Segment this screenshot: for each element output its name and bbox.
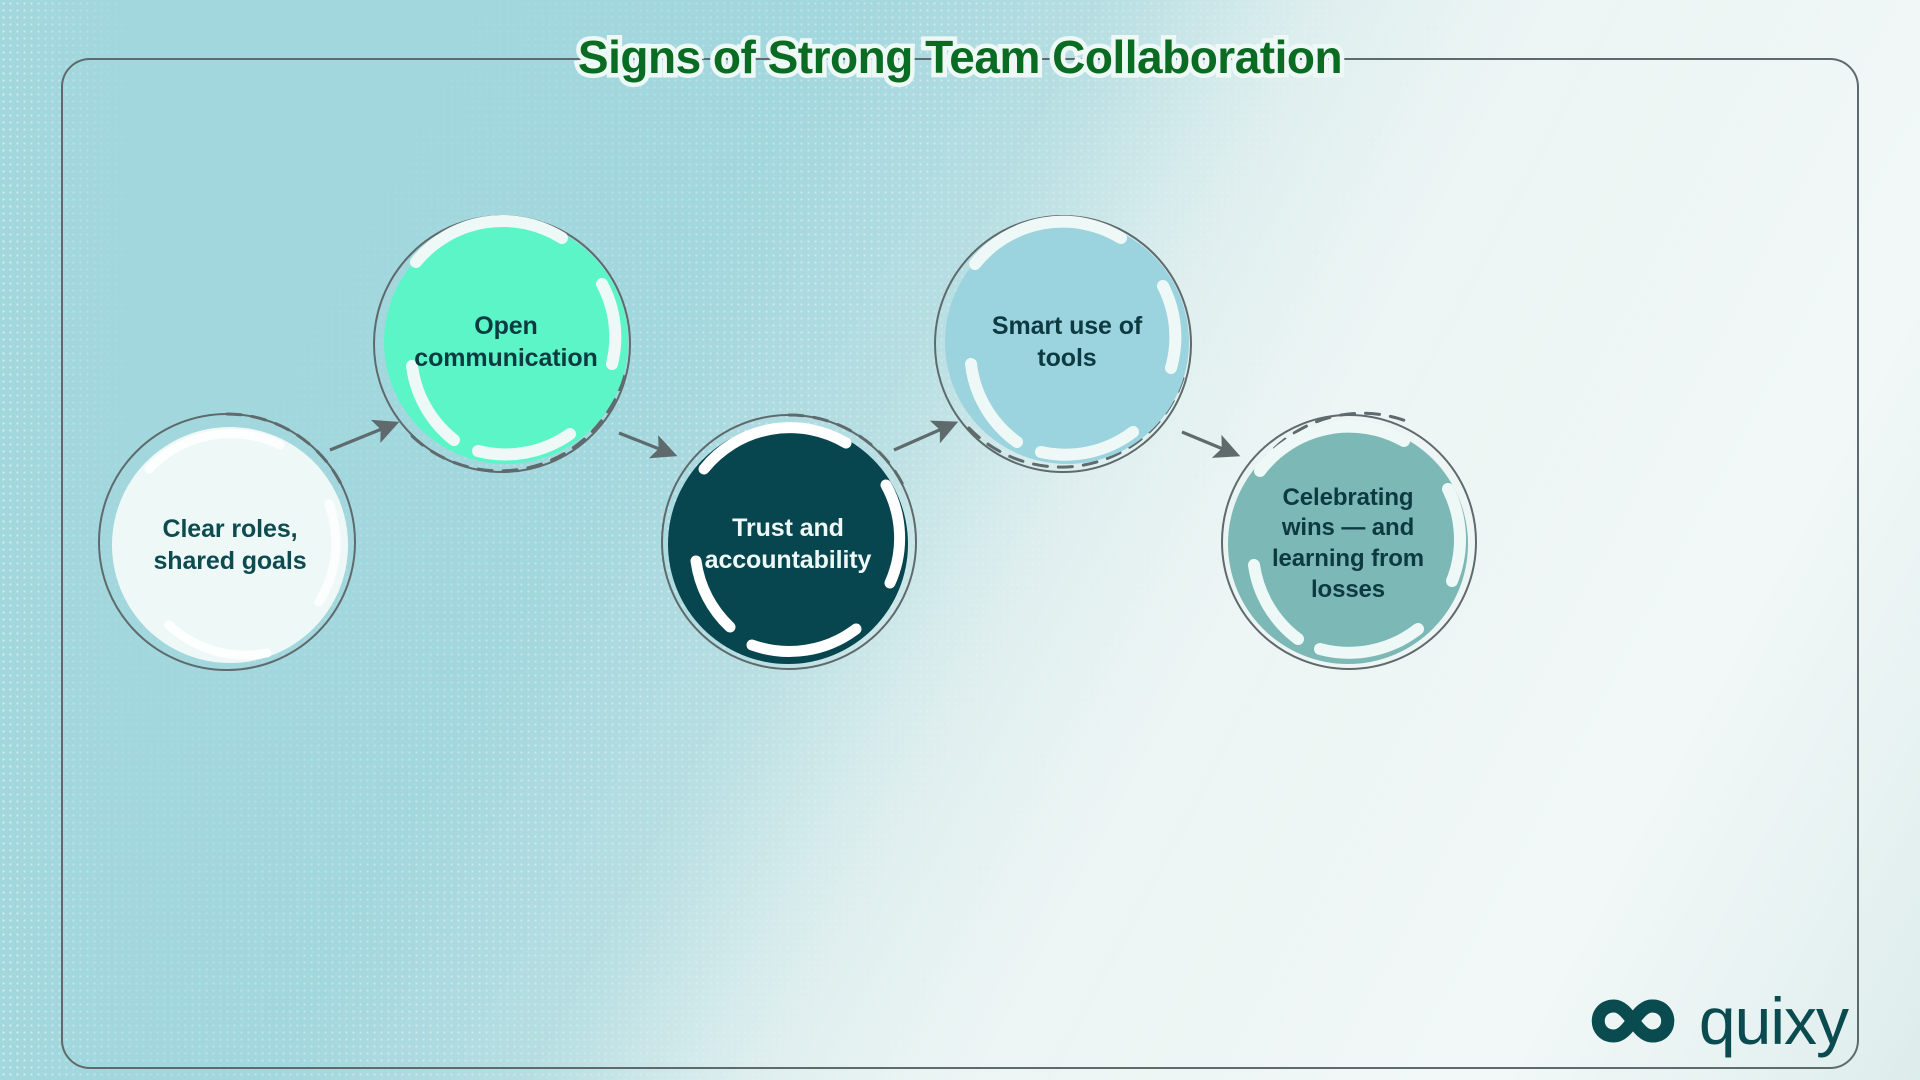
quixy-wordmark: quixy — [1698, 984, 1849, 1058]
node-open-communication[interactable]: Open communication — [373, 214, 634, 474]
node-4-disc: Smart use of tools — [953, 228, 1181, 456]
node-2-disc: Open communication — [392, 228, 620, 456]
node-celebrating-wins[interactable]: Celebrating wins — and learning from los… — [1220, 411, 1478, 671]
node-2-label: Open communication — [414, 312, 598, 372]
infinity-knot-icon — [1591, 999, 1674, 1043]
node-smart-tools[interactable]: Smart use of tools — [934, 214, 1195, 474]
node-4-label: Smart use of tools — [991, 312, 1143, 372]
node-1-label: Clear roles, shared goals — [153, 515, 307, 575]
node-trust-accountability[interactable]: Trust and accountability — [660, 413, 918, 671]
quixy-logo[interactable]: quixy — [1581, 984, 1849, 1058]
node-1-disc: Clear roles, shared goals — [112, 427, 348, 663]
node-5-disc: Celebrating wins — and learning from los… — [1234, 430, 1462, 658]
node-clear-roles[interactable]: Clear roles, shared goals — [97, 412, 357, 672]
page-title: Signs of Strong Team Collaboration — [573, 27, 1347, 88]
node-3-disc: Trust and accountability — [674, 430, 902, 658]
node-5-label: Celebrating wins — and learning from los… — [1271, 483, 1425, 603]
node-3-label: Trust and accountability — [704, 514, 872, 574]
